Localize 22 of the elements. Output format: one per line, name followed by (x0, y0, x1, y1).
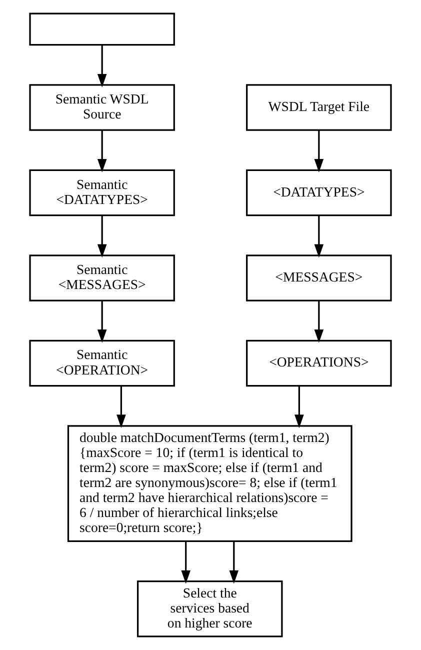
node-box: <MESSAGES> (246, 254, 392, 302)
arrow (229, 541, 239, 584)
node-box: Semantic <OPERATION> (29, 340, 175, 387)
node-box: Semantic <DATATYPES> (29, 169, 175, 216)
arrow (294, 386, 304, 428)
arrow (97, 45, 107, 88)
arrow (181, 541, 190, 584)
arrow (97, 300, 107, 343)
node-box: Semantic WSDL Source (29, 84, 175, 131)
node-box: double matchDocumentTerms (term1, term2) {maxScore = 10; if (term1 is identical to term2) score = maxScore; else if (term1 and term2 are synonymous)score= 8; else if (term1 and term2 have hierarchical relations)score = 6 / number of hierarchical links;else score=0;return score;} (67, 425, 352, 542)
arrow (314, 216, 324, 258)
node-box: WSDL Target File (246, 84, 392, 131)
node-box: Semantic <MESSAGES> (29, 254, 175, 302)
arrow (97, 130, 107, 172)
node-box (29, 12, 175, 46)
arrow (314, 300, 324, 343)
node-box: Select the services based on higher score (137, 580, 283, 638)
node-box: <OPERATIONS> (246, 340, 392, 387)
arrow (116, 386, 126, 428)
node-box: <DATATYPES> (246, 169, 392, 216)
arrow (97, 216, 107, 258)
arrow (314, 130, 324, 172)
